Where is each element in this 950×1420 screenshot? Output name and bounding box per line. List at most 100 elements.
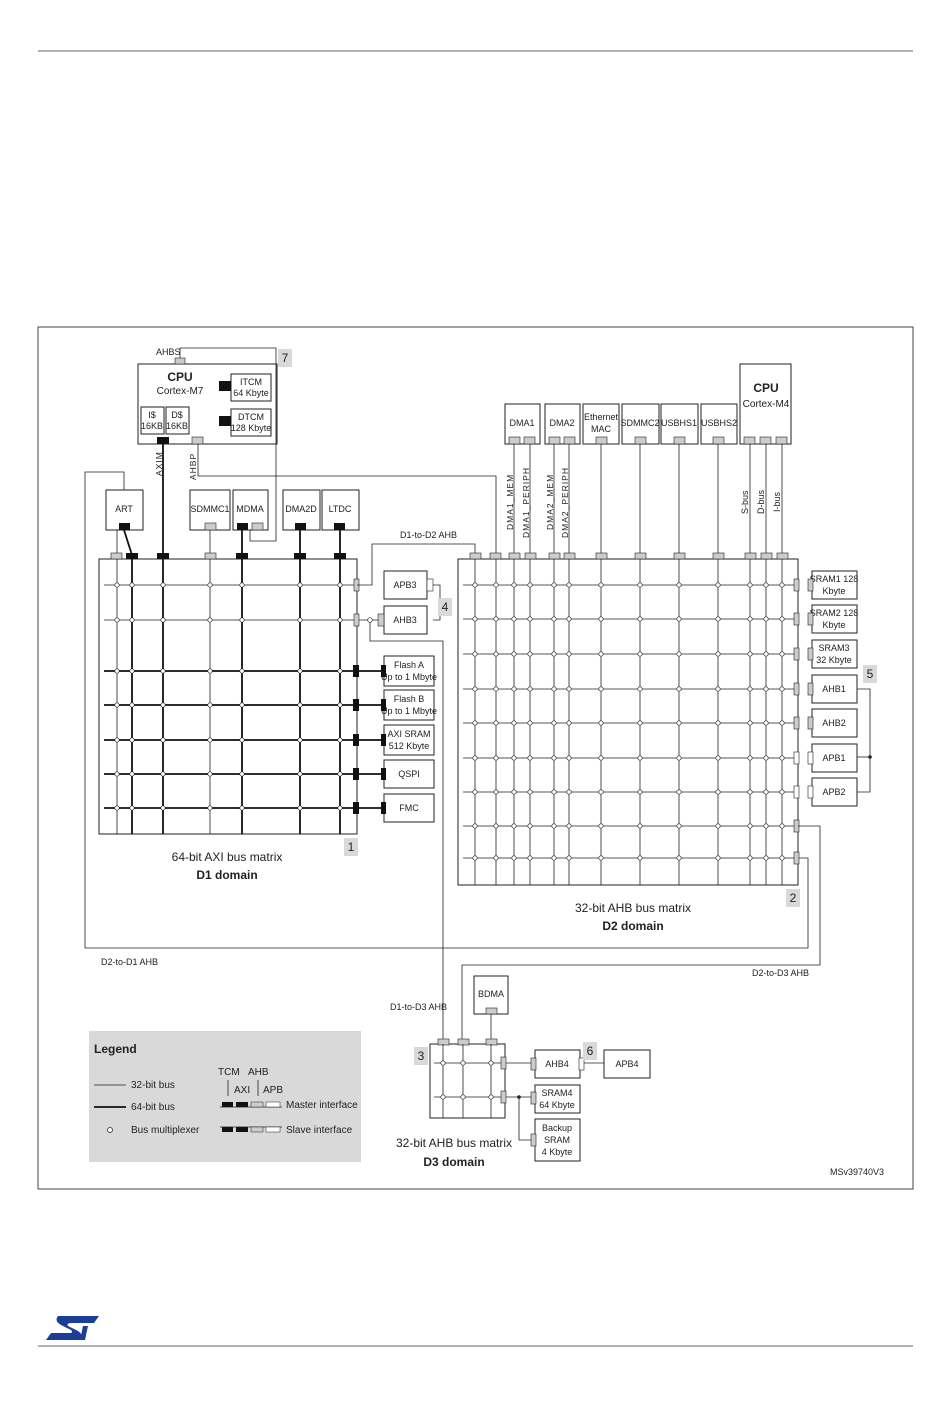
d1-domain-label: D1 domain	[196, 868, 257, 882]
bus-multiplexer	[297, 617, 303, 623]
d3-domain-label: D3 domain	[423, 1155, 484, 1169]
bus-multiplexer	[676, 789, 682, 795]
bus-multiplexer	[493, 755, 499, 761]
dtcm-l1: DTCM	[238, 412, 264, 422]
bus-multiplexer	[676, 582, 682, 588]
sdmmc1-label: SDMMC1	[190, 504, 229, 514]
bus-multiplexer	[779, 855, 785, 861]
bus-multiplexer	[460, 1094, 466, 1100]
apb2-label: APB2	[822, 787, 845, 797]
icache-l1: I$	[148, 410, 156, 420]
ahbp-label: AHBP	[188, 453, 198, 480]
bus-multiplexer	[566, 789, 572, 795]
flash-b-l2: Up to 1 Mbyte	[381, 706, 437, 716]
d1-to-d3-bus	[369, 620, 444, 1040]
bus-multiplexer	[239, 771, 245, 777]
icache-box	[140, 406, 165, 435]
flash-b-l1: Flash B	[394, 694, 425, 704]
cpu-m4-title: CPU	[753, 381, 778, 395]
bus-multiplexer	[493, 686, 499, 692]
d2-to-d1-bus	[84, 471, 809, 949]
bus-multiplexer	[114, 737, 120, 743]
art-label: ART	[115, 504, 133, 514]
legend-32bit-label: 32-bit bus	[131, 1080, 175, 1091]
bus-multiplexer	[472, 789, 478, 795]
backup-l1: Backup	[542, 1123, 572, 1133]
bus-multiplexer	[114, 582, 120, 588]
cpu-m4-sub: Cortex-M4	[743, 399, 790, 410]
bus-multiplexer	[114, 617, 120, 623]
bus-multiplexer	[598, 616, 604, 622]
bus-multiplexer	[598, 855, 604, 861]
bus-multiplexer	[747, 720, 753, 726]
legend-slave-label: Slave interface	[286, 1125, 353, 1136]
bus-multiplexer	[676, 686, 682, 692]
usbhs2-label: USBHS2	[701, 418, 737, 428]
d1-to-d2-label: D1-to-D2 AHB	[400, 530, 457, 540]
d-bus-label: D-bus	[756, 489, 766, 514]
bus-multiplexer	[239, 737, 245, 743]
bus-multiplexer	[337, 617, 343, 623]
bus-multiplexer	[297, 805, 303, 811]
d1-to-d2-bus	[357, 543, 476, 586]
bus-multiplexer	[297, 582, 303, 588]
bus-multiplexer	[511, 582, 517, 588]
backup-link	[518, 1097, 531, 1141]
bus-multiplexer	[337, 582, 343, 588]
bus-multiplexer	[763, 720, 769, 726]
bus-multiplexer	[337, 805, 343, 811]
ahb3-label: AHB3	[393, 615, 417, 625]
master-port	[237, 523, 248, 530]
callout-3	[414, 1047, 428, 1065]
callout-4	[438, 598, 452, 616]
bus-multiplexer	[493, 720, 499, 726]
bus-multiplexer	[676, 855, 682, 861]
sram1-l2: Kbyte	[822, 586, 845, 596]
bus-multiplexer	[472, 651, 478, 657]
bus-multiplexer	[160, 702, 166, 708]
bus-multiplexer	[747, 582, 753, 588]
bus-multiplexer	[715, 755, 721, 761]
bus-multiplexer	[129, 737, 135, 743]
bus-multiplexer	[207, 582, 213, 588]
legend-title: Legend	[94, 1042, 137, 1056]
d2-to-d3-label: D2-to-D3 AHB	[752, 968, 809, 978]
dtcm-l2: 128 Kbyte	[231, 423, 272, 433]
flash-a-box	[383, 655, 435, 687]
bus-multiplexer	[637, 823, 643, 829]
bus-multiplexer	[207, 805, 213, 811]
cpu-m7-sub: Cortex-M7	[157, 386, 204, 397]
dma2-mem-label: DMA2_MEM	[545, 474, 555, 530]
bus-multiplexer	[114, 668, 120, 674]
sram3-l2: 32 Kbyte	[816, 655, 852, 665]
bus-multiplexer	[551, 616, 557, 622]
bus-multiplexer	[566, 720, 572, 726]
sram3-l1: SRAM3	[818, 643, 849, 653]
callout-3-text: 3	[418, 1049, 425, 1063]
legend-64bit-label: 64-bit bus	[131, 1102, 175, 1113]
bus-multiplexer	[715, 686, 721, 692]
bus-multiplexer	[763, 582, 769, 588]
bus-multiplexer	[763, 686, 769, 692]
bus-multiplexer	[637, 855, 643, 861]
i-bus-label: I-bus	[772, 491, 782, 512]
bus-multiplexer	[676, 823, 682, 829]
bus-multiplexer	[472, 823, 478, 829]
backup-l3: 4 Kbyte	[542, 1147, 573, 1157]
callout-2-text: 2	[790, 891, 797, 905]
tcm-port	[219, 381, 231, 391]
bus-multiplexer	[676, 755, 682, 761]
bus-multiplexer	[472, 686, 478, 692]
bus-multiplexer	[551, 855, 557, 861]
ltdc-label: LTDC	[329, 504, 352, 514]
bus-multiplexer	[337, 771, 343, 777]
sram4-l1: SRAM4	[541, 1088, 572, 1098]
d2-to-d3-bus	[461, 825, 821, 1040]
sram4-l2: 64 Kbyte	[539, 1100, 575, 1110]
bus-multiplexer	[551, 651, 557, 657]
bus-multiplexer	[527, 686, 533, 692]
bus-multiplexer	[493, 823, 499, 829]
bus-multiplexer	[566, 755, 572, 761]
fmc-label: FMC	[399, 803, 419, 813]
bus-multiplexer	[527, 855, 533, 861]
